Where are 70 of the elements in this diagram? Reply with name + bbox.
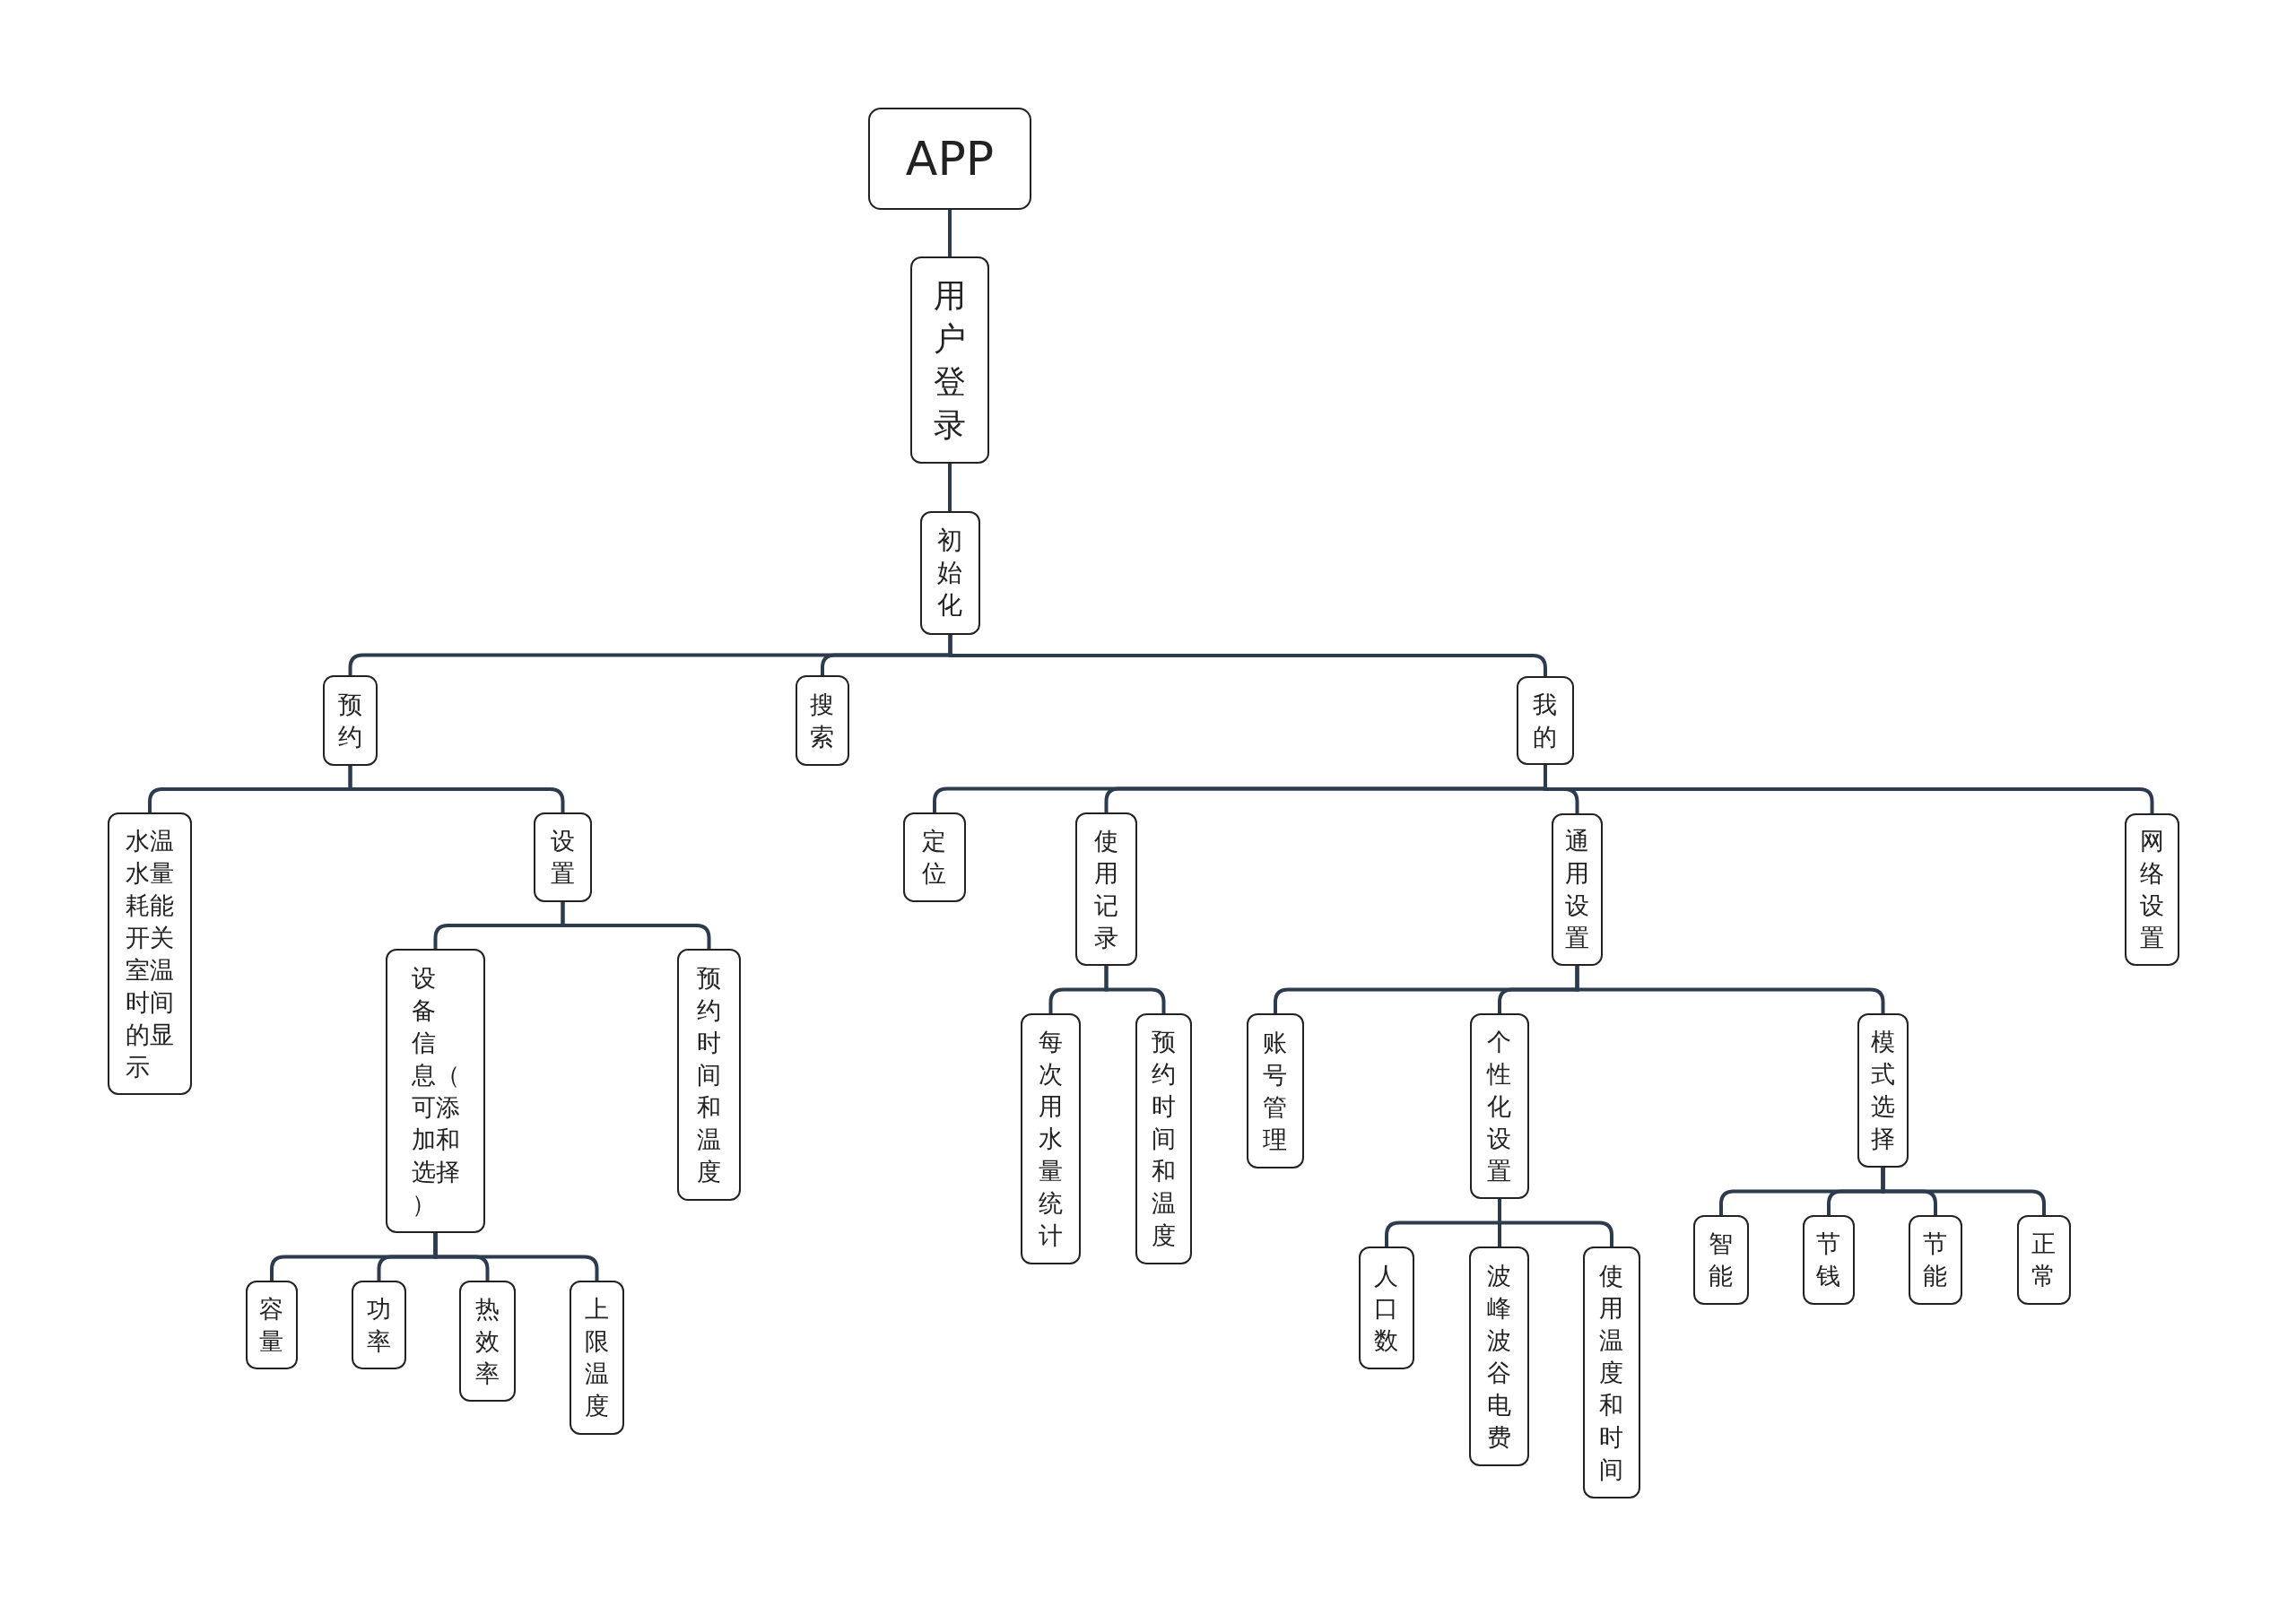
topic-label: 我的	[1533, 689, 1558, 752]
connector-line	[1498, 1199, 1613, 1247]
topic-label: 个性化设置	[1487, 1026, 1512, 1186]
topic-label: 正常	[2031, 1229, 2057, 1291]
topic-box	[1470, 1013, 1529, 1199]
topic-label: 上限温度	[584, 1294, 610, 1421]
topic-box	[1469, 1247, 1529, 1466]
topic-box	[1552, 813, 1603, 966]
topic-box	[570, 1281, 624, 1435]
topic-label: 初始化	[937, 525, 963, 621]
topic-label: 人口数	[1374, 1260, 1399, 1356]
topic-label: 账号管理	[1263, 1027, 1288, 1155]
topic-label: 容量	[259, 1293, 284, 1357]
topic-box	[534, 812, 592, 902]
topic-box	[1857, 1013, 1909, 1168]
connector-line	[948, 210, 952, 256]
topic-label: 用户登录	[933, 275, 967, 445]
topic-label: 每次用水量统计	[1038, 1027, 1064, 1251]
topic-box	[1135, 1013, 1192, 1264]
topic-box	[2125, 813, 2179, 966]
connector-line	[433, 1233, 599, 1281]
connector-line	[1575, 966, 1885, 1013]
connector-line	[348, 766, 565, 812]
topic-box	[108, 812, 192, 1095]
connector-line	[1881, 1168, 2046, 1215]
topic-box	[868, 108, 1031, 210]
connector-line	[948, 635, 1547, 676]
topic-label: 通用设置	[1564, 826, 1590, 953]
topic-box	[1021, 1013, 1081, 1264]
topic-box	[352, 1281, 406, 1369]
topic-label: 热效率	[474, 1293, 500, 1389]
topic-label: 智能	[1709, 1229, 1734, 1291]
connector-line	[561, 902, 711, 949]
topic-label: 使用温度和时间	[1599, 1260, 1624, 1485]
topic-label: 网络设置	[2139, 826, 2165, 953]
topic-box	[1693, 1215, 1749, 1305]
topic-label: 节能	[1923, 1229, 1948, 1291]
topic-box	[459, 1281, 516, 1402]
topic-box	[1909, 1215, 1962, 1305]
topic-label: 使用记录	[1093, 825, 1119, 953]
topic-label: 搜索	[810, 689, 835, 752]
topic-label: 节钱	[1816, 1229, 1841, 1291]
topic-label: 预约时间和温度	[696, 962, 722, 1187]
topic-label: 水温水量耗能开关室温时间的显示	[125, 825, 175, 1082]
topic-box	[323, 675, 378, 766]
topic-box	[246, 1281, 298, 1369]
topic-box	[677, 949, 741, 1201]
topic-box	[920, 511, 980, 635]
topic-label: 功率	[366, 1293, 392, 1357]
topic-box	[910, 256, 989, 464]
topic-label: 设置	[550, 826, 576, 889]
topic-box	[1583, 1247, 1640, 1498]
connector-line	[1104, 966, 1166, 1013]
topic-box	[386, 949, 485, 1233]
topic-box	[796, 675, 849, 766]
topic-label: 设备信息（可添加和选择）	[411, 962, 460, 1220]
topic-label: 预约	[337, 689, 363, 752]
topic-label: 预约时间和温度	[1151, 1027, 1177, 1251]
topic-label: 波峰波谷电费	[1486, 1260, 1512, 1453]
topic-box	[1517, 676, 1574, 765]
topic-box	[903, 812, 966, 902]
topic-box	[1247, 1013, 1304, 1168]
topic-label: 模式选择	[1870, 1027, 1896, 1154]
topic-box	[1359, 1247, 1414, 1369]
connector-line	[948, 464, 952, 511]
topic-label: 定位	[922, 826, 947, 889]
topic-label: APP	[905, 132, 995, 186]
topic-box	[1803, 1215, 1855, 1305]
topic-box	[2017, 1215, 2071, 1305]
topic-box	[1075, 812, 1137, 966]
